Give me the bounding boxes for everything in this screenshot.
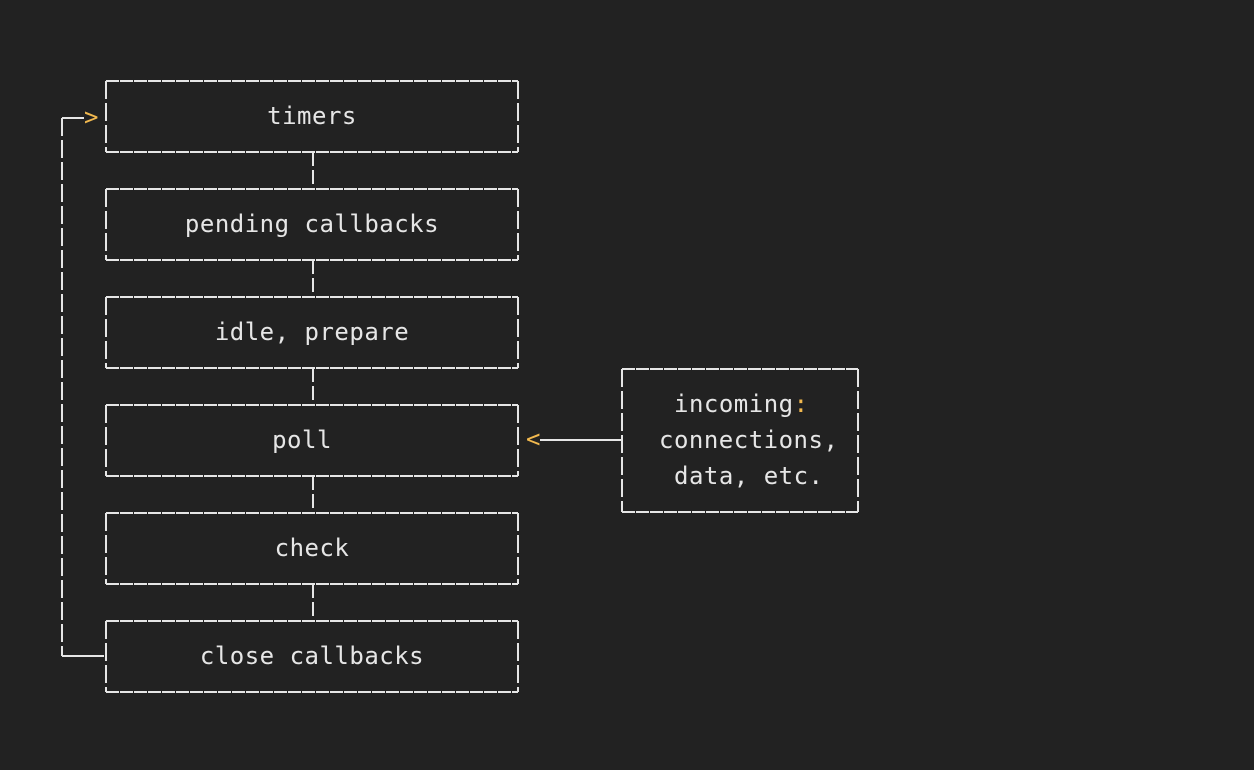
loop-back-line [61, 117, 104, 657]
phase-label-idle-prepare: idle, prepare [214, 318, 410, 346]
phase-label-timers: timers [267, 102, 357, 130]
incoming-title-colon: : [793, 390, 809, 418]
phase-label-poll: poll [272, 426, 332, 454]
incoming-line-data: data, etc. [674, 462, 824, 490]
incoming-title-text: incoming [674, 390, 794, 418]
phase-label-check: check [274, 534, 350, 562]
incoming-arrow-head-icon: < [526, 425, 541, 453]
phase-label-pending-callbacks: pending callbacks [184, 210, 440, 238]
phase-label-close-callbacks: close callbacks [199, 642, 425, 670]
incoming-box [621, 368, 859, 513]
loop-arrow-head-icon: > [84, 103, 99, 131]
incoming-title: incoming: [674, 390, 809, 418]
incoming-line-connections: connections, [659, 426, 839, 454]
